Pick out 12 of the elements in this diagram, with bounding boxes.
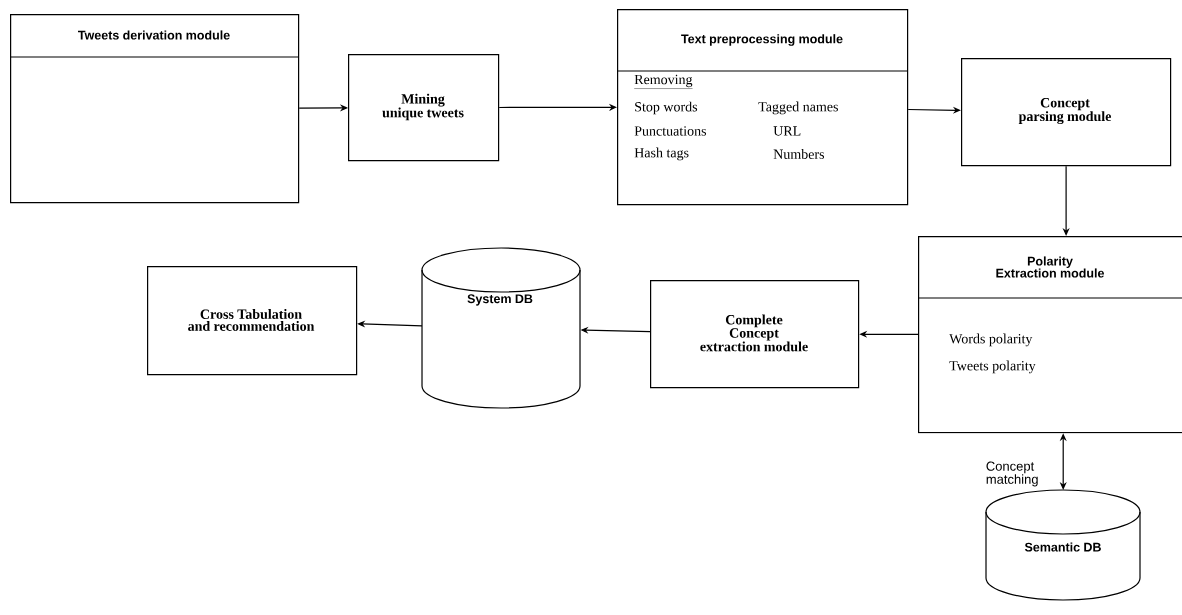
module-box: Polarity Extraction module Words polarity Tweets polarity <box>917 236 1182 434</box>
database-cylinder: Semantic DB <box>985 489 1141 601</box>
module-box: Mining unique tweets <box>348 54 500 162</box>
node-label: Semantic DB <box>1024 542 1101 552</box>
module-box: Concept parsing module <box>961 58 1172 167</box>
module-box: Complete Concept extraction module <box>650 280 860 389</box>
node-label: System DB <box>467 294 533 306</box>
database-cylinder: System DB <box>421 247 581 409</box>
module-box: Cross Tabulation and recommendation <box>147 266 358 376</box>
module-box: Text preprocessing module Removing Stop words Tagged names Punctuations URL Hash tags Numbers <box>616 9 909 206</box>
edge-label: Concept matching <box>984 460 1049 488</box>
module-box: Tweets derivation module <box>9 14 300 204</box>
